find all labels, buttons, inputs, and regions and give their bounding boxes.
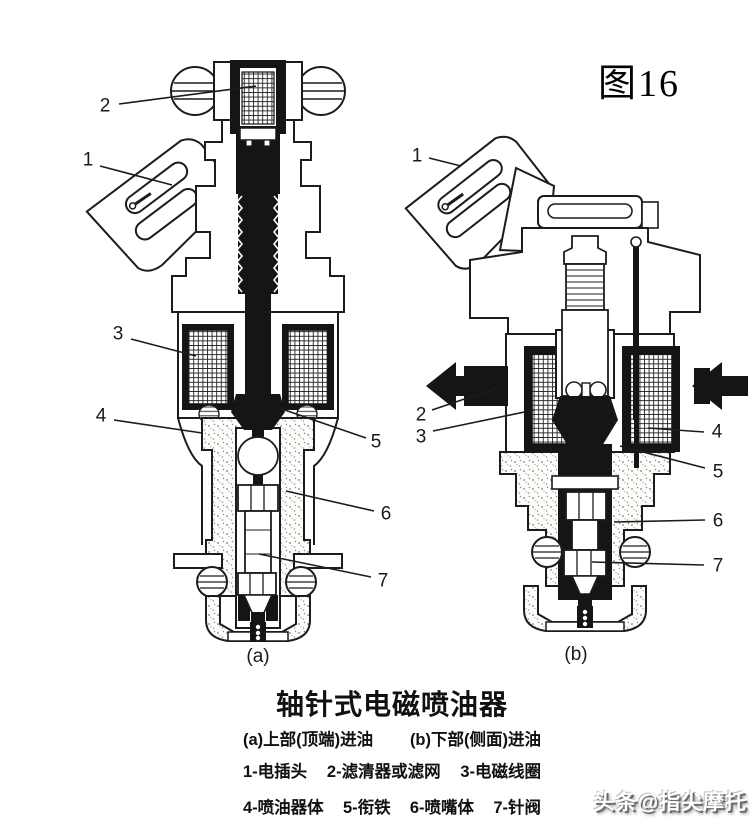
callout-a-5: 5	[370, 431, 382, 453]
legend-item-1: 1-电插头	[243, 763, 308, 781]
callout-b-6: 6	[712, 510, 724, 532]
fuel-filter-icon-a	[241, 71, 275, 125]
caption-inlets: (a)上部(顶端)进油 (b)下部(侧面)进油	[243, 726, 541, 750]
callout-a-3: 3	[112, 323, 124, 345]
lower-seal-balls-b	[531, 536, 651, 568]
inlet-b-label: (b)下部(侧面)进油	[409, 731, 541, 749]
legend-row-2: 4-喷油器体 5-衔铁 6-喷嘴体 7-针阀	[243, 794, 541, 818]
legend-item-2: 2-滤清器或滤网	[326, 763, 441, 781]
leader-lines-a	[99, 85, 375, 578]
caption-block: 轴针式电磁喷油器 (a)上部(顶端)进油 (b)下部(侧面)进油 1-电插头 2-…	[243, 683, 541, 818]
legend-item-4: 4-喷油器体	[243, 799, 324, 817]
inlet-a-label: (a)上部(顶端)进油	[243, 731, 374, 749]
legend-item-5: 5-衔铁	[342, 799, 391, 817]
leader-lines-b	[428, 157, 706, 566]
legend-item-7: 7-针阀	[493, 799, 541, 817]
callout-b-4: 4	[711, 421, 723, 443]
armature-a	[231, 394, 285, 430]
figure-number: 图16	[598, 63, 681, 105]
watermark: 头条@指尖摩托	[593, 791, 747, 814]
seal-ball-icons-a	[170, 66, 346, 116]
callout-a-6: 6	[380, 503, 392, 525]
callout-b-7: 7	[712, 555, 724, 577]
subfigure-b-label: (b)	[564, 644, 588, 665]
diagram-b-drawing	[404, 135, 748, 632]
solenoid-coil-a	[182, 324, 334, 410]
callout-b-1: 1	[411, 145, 423, 167]
legend-item-3: 3-电磁线圈	[460, 763, 541, 781]
spring-b	[565, 263, 605, 311]
fuel-inlet-arrow-left-icon	[426, 362, 484, 410]
callout-b-5: 5	[712, 461, 724, 483]
caption-title: 轴针式电磁喷油器	[275, 689, 508, 720]
callout-a-4: 4	[95, 405, 107, 427]
legend-row-1: 1-电插头 2-滤清器或滤网 3-电磁线圈	[243, 758, 541, 782]
fuel-tube-a	[230, 60, 286, 430]
callout-a-7: 7	[377, 570, 389, 592]
legend-item-6: 6-喷嘴体	[409, 799, 475, 817]
subfigure-a-label: (a)	[246, 646, 270, 667]
callout-a-1: 1	[82, 149, 94, 171]
diagram-a-drawing	[85, 60, 375, 642]
callout-a-2: 2	[99, 95, 111, 117]
callout-b-2: 2	[415, 404, 427, 426]
fuel-inlet-arrow-right-icon	[692, 362, 748, 410]
callout-b-3: 3	[415, 426, 427, 448]
